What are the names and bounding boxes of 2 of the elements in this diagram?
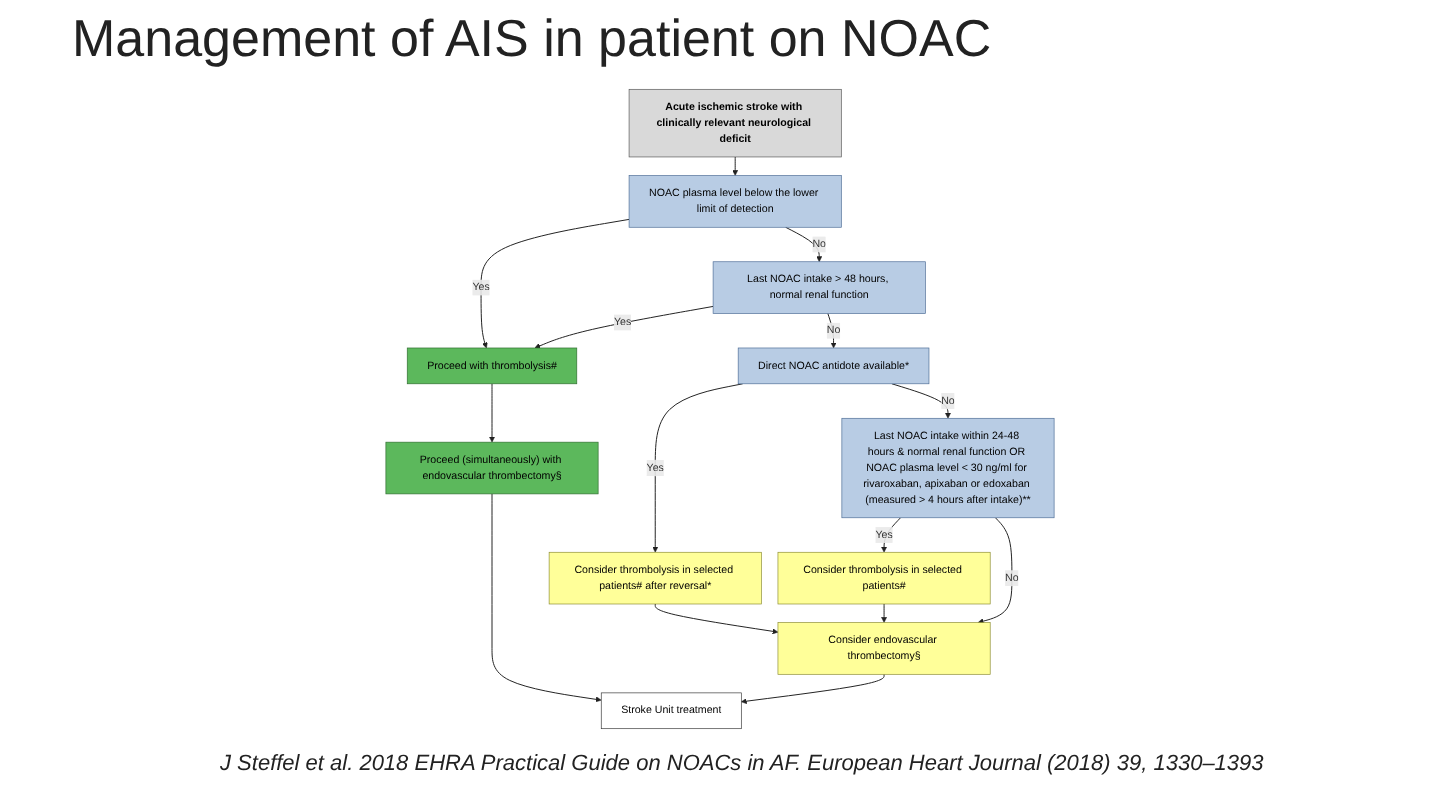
title: Management of AIS in patient on NOAC [72, 8, 992, 70]
caption: J Steffel et al. 2018 EHRA Practical Guide on NOACs in AF. European Heart Journal (2018) 39, 1330–1393 [220, 752, 1264, 776]
